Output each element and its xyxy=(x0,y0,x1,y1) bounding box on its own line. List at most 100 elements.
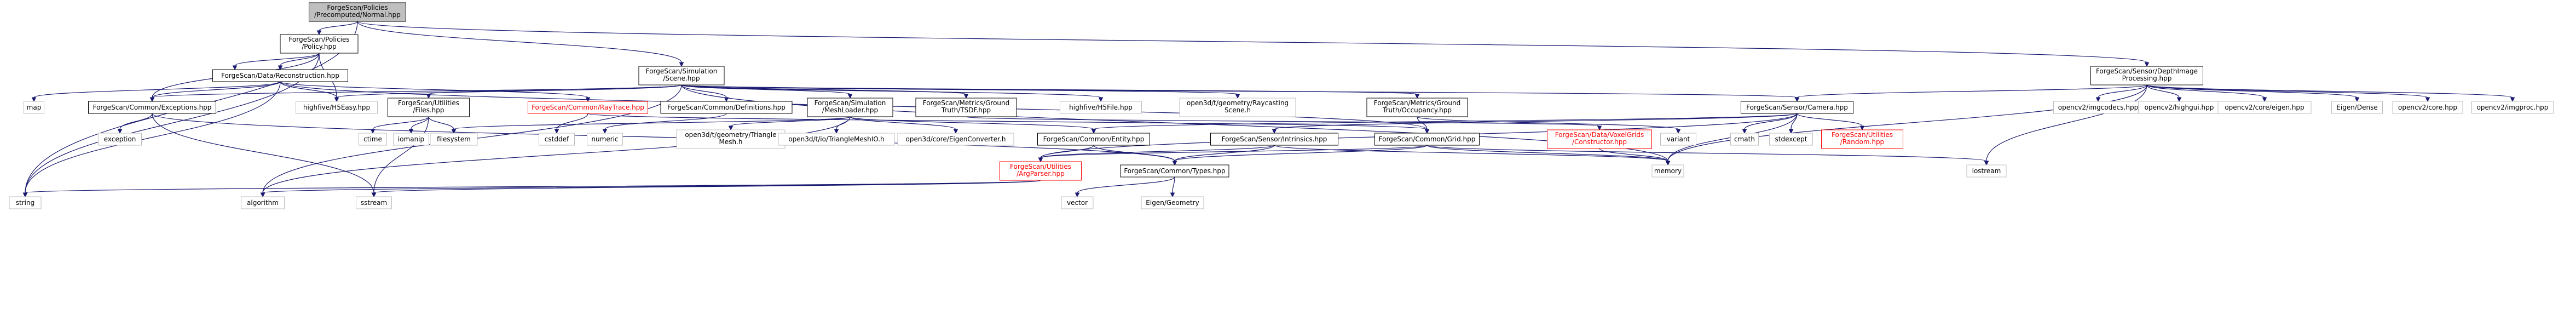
node-label: ForgeScan/Policies xyxy=(327,4,388,12)
node-box xyxy=(241,196,285,209)
node-files[interactable]: ForgeScan/Utilities/Files.hpp xyxy=(388,98,470,117)
node-box xyxy=(897,133,1014,146)
node-label: cstddef xyxy=(545,135,569,143)
node-ctime: ctime xyxy=(359,133,387,146)
edge-tsdf-to-voxelgrids xyxy=(966,116,1602,131)
edge-camera-to-intrinsics xyxy=(1272,113,1798,134)
node-trianglemesh: open3d/t/geometry/TriangleMesh.h xyxy=(676,129,785,149)
edge-exceptions-to-sstream xyxy=(152,113,377,198)
node-box xyxy=(528,101,648,114)
node-label: /Precomputed/Normal.hpp xyxy=(314,11,401,19)
edge-exceptions-to-exception xyxy=(117,113,153,134)
node-exception: exception xyxy=(98,133,142,146)
edge-reconstruction-to-exceptions xyxy=(149,81,281,102)
node-label: ForgeScan/Sensor/DepthImage xyxy=(2096,67,2198,75)
node-label: opencv2/imgproc.hpp xyxy=(2477,104,2549,111)
edge-root-to-depthimage xyxy=(357,21,2150,67)
node-algorithm: algorithm xyxy=(241,196,285,209)
node-label: open3d/core/EigenConverter.h xyxy=(906,135,1006,143)
node-label: open3d/t/geometry/Raycasting xyxy=(1187,99,1289,107)
node-box xyxy=(88,101,216,114)
node-depthimage[interactable]: ForgeScan/Sensor/DepthImageProcessing.hp… xyxy=(2090,66,2203,85)
edge-occupancy-to-grid xyxy=(1417,116,1430,134)
node-voxelgrids[interactable]: ForgeScan/Data/VoxelGrids/Constructor.hp… xyxy=(1547,129,1652,149)
node-definitions[interactable]: ForgeScan/Common/Definitions.hpp xyxy=(660,101,793,114)
node-types[interactable]: ForgeScan/Common/Types.hpp xyxy=(1120,164,1229,178)
node-label: Mesh.h xyxy=(719,138,742,146)
node-label: map xyxy=(27,104,42,111)
node-label: stdexcept xyxy=(1775,135,1807,143)
node-box xyxy=(388,98,470,117)
node-exceptions[interactable]: ForgeScan/Common/Exceptions.hpp xyxy=(88,101,216,114)
node-label: ForgeScan/Common/Entity.hpp xyxy=(1043,135,1145,143)
node-label: opencv2/highgui.hpp xyxy=(2145,104,2214,111)
node-label: highfive/H5File.hpp xyxy=(1069,104,1133,111)
edges-layer xyxy=(22,21,2515,198)
edge-camera-to-random xyxy=(1797,113,1865,131)
node-policy[interactable]: ForgeScan/Policies/Policy.hpp xyxy=(280,34,359,54)
node-box xyxy=(660,101,793,114)
node-box xyxy=(1821,129,1903,149)
edge-types-to-eigen-geometry xyxy=(1170,176,1175,198)
node-box xyxy=(2217,101,2312,114)
node-label: ForgeScan/Data/Reconstruction.hpp xyxy=(221,72,339,79)
node-entity[interactable]: ForgeScan/Common/Entity.hpp xyxy=(1037,133,1150,146)
node-box xyxy=(1210,133,1338,146)
edge-raytrace-to-cstddef xyxy=(554,113,588,134)
node-trianglemeshio: open3d/t/io/TriangleMeshIO.h xyxy=(778,133,895,146)
node-box xyxy=(2392,101,2463,114)
edge-depthimage-to-memory xyxy=(1665,84,2147,166)
node-numeric: numeric xyxy=(587,133,623,146)
node-highgui: opencv2/highgui.hpp xyxy=(2138,101,2220,114)
node-label: variant xyxy=(1667,135,1690,143)
node-box xyxy=(539,133,575,146)
node-filesystem: filesystem xyxy=(430,133,478,146)
node-label: ForgeScan/Data/VoxelGrids xyxy=(1555,131,1644,139)
node-eigen-geometry: Eigen/Geometry xyxy=(1141,196,1204,209)
node-camera[interactable]: ForgeScan/Sensor/Camera.hpp xyxy=(1741,101,1853,114)
node-label: sstream xyxy=(361,199,387,207)
node-label: ForgeScan/Sensor/Intrinsics.hpp xyxy=(1222,135,1327,143)
node-scene[interactable]: ForgeScan/Simulation/Scene.hpp xyxy=(638,66,725,85)
node-argparser[interactable]: ForgeScan/Utilities/ArgParser.hpp xyxy=(1000,161,1082,181)
edge-grid-to-argparser xyxy=(1038,145,1428,163)
node-label: Truth/TSDF.hpp xyxy=(941,106,991,114)
node-raytrace[interactable]: ForgeScan/Common/RayTrace.hpp xyxy=(528,101,648,114)
edge-reconstruction-to-map xyxy=(31,81,281,102)
node-label: ForgeScan/Common/Definitions.hpp xyxy=(667,104,785,111)
node-meshloader[interactable]: ForgeScan/Simulation/MeshLoader.hpp xyxy=(807,98,893,117)
node-label: ForgeScan/Metrics/Ground xyxy=(1374,99,1461,107)
node-label: iomanip xyxy=(398,135,424,143)
edge-grid-to-types xyxy=(1172,145,1428,166)
edge-root-to-scene xyxy=(357,21,684,67)
node-label: ctime xyxy=(363,135,382,143)
node-label: filesystem xyxy=(437,135,471,143)
node-box xyxy=(1037,133,1150,146)
edge-depthimage-to-core xyxy=(2146,84,2430,102)
node-label: /Policy.hpp xyxy=(302,43,337,50)
node-intrinsics[interactable]: ForgeScan/Sensor/Intrinsics.hpp xyxy=(1210,133,1338,146)
node-random[interactable]: ForgeScan/Utilities/Random.hpp xyxy=(1821,129,1903,149)
edge-files-to-iomanip xyxy=(408,116,429,134)
node-box xyxy=(1730,133,1759,146)
edge-depthimage-to-iostream xyxy=(1984,84,2147,166)
edge-types-to-vector xyxy=(1075,176,1175,198)
node-iomanip: iomanip xyxy=(393,133,429,146)
node-variant: variant xyxy=(1660,133,1696,146)
node-label: exception xyxy=(104,135,136,143)
node-label: Eigen/Geometry xyxy=(1146,199,1199,207)
node-box xyxy=(2471,101,2554,114)
node-grid[interactable]: ForgeScan/Common/Grid.hpp xyxy=(1374,133,1480,146)
edge-reconstruction-to-highfive-easy xyxy=(280,81,339,102)
node-box xyxy=(915,98,1017,117)
node-label: numeric xyxy=(591,135,618,143)
node-label: Truth/Occupancy.hpp xyxy=(1382,106,1452,114)
node-label: ForgeScan/Metrics/Ground xyxy=(923,99,1010,107)
node-label: iostream xyxy=(1972,167,2001,175)
node-memory: memory xyxy=(1651,164,1684,178)
edge-argparser-to-algorithm xyxy=(260,180,1041,198)
edge-entity-to-types xyxy=(1093,145,1177,166)
node-reconstruction[interactable]: ForgeScan/Data/Reconstruction.hpp xyxy=(212,69,348,82)
node-occupancy[interactable]: ForgeScan/Metrics/GroundTruth/Occupancy.… xyxy=(1366,98,1468,117)
